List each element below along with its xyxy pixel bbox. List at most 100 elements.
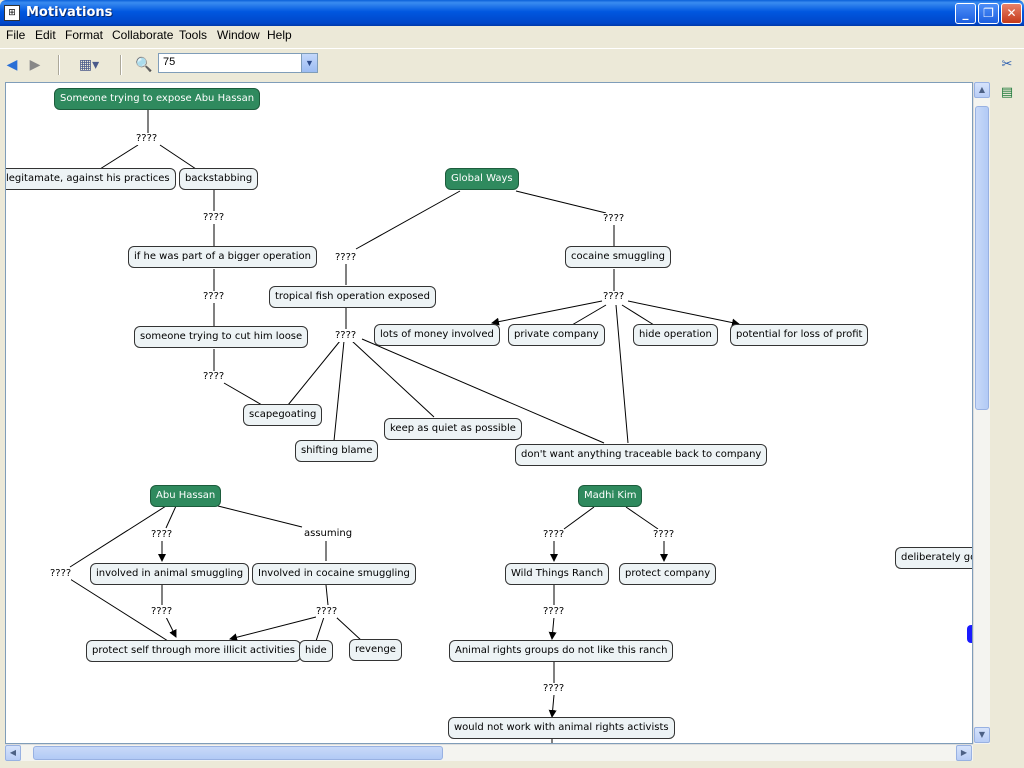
link-label[interactable]: ???? [335,330,357,342]
concept-map-canvas[interactable]: Someone trying to expose Abu Hassan legi… [5,82,973,744]
concept-node[interactable]: shifting blame [295,440,379,462]
concept-node[interactable]: someone trying to cut him loose [134,326,309,348]
app-icon: ⊞ [4,5,20,21]
toolbar-separator [120,55,122,75]
link-label[interactable]: ???? [543,529,565,541]
horizontal-scrollbar[interactable]: ◀ ▶ [5,744,973,761]
concept-node[interactable]: Global Ways [445,168,519,190]
scroll-right-icon[interactable]: ▶ [956,745,972,761]
menu-collaborate[interactable]: Collaborate [112,28,174,42]
concept-node[interactable]: protect self through more illicit activi… [86,640,301,662]
concept-node[interactable]: would not work with animal rights activi… [448,717,675,739]
link-label[interactable]: ???? [203,212,225,224]
link-label[interactable]: ???? [603,213,625,225]
vertical-scrollbar[interactable]: ▲ ▼ [973,82,990,744]
concept-node[interactable]: scapegoating [243,404,323,426]
concept-node[interactable]: Abu Hassan [150,485,222,507]
link-line [99,144,139,170]
link-label[interactable]: ???? [203,291,225,303]
horizontal-scroll-thumb[interactable] [33,746,443,760]
concept-node[interactable]: don't want anything traceable back to co… [515,444,768,466]
window-title: Motivations [26,5,113,20]
menu-edit[interactable]: Edit [35,28,56,42]
menu-help[interactable]: Help [267,28,292,42]
link-label[interactable]: ???? [603,291,625,303]
concept-node[interactable]: keep as quiet as possible [384,418,522,440]
concept-node[interactable]: tropical fish operation exposed [269,286,436,308]
concept-node[interactable]: Animal rights groups do not like this ra… [449,640,674,662]
no-collaboration-icon[interactable]: ✂ [1001,57,1013,72]
link-line [625,506,659,530]
selection-handle[interactable] [967,625,972,643]
menu-file[interactable]: File [6,28,26,42]
link-label[interactable]: ???? [203,371,225,383]
view-options-icon[interactable]: ▦▾ [78,57,100,73]
link-label[interactable]: ???? [50,568,72,580]
link-line [621,304,655,326]
link-label[interactable]: ???? [543,606,565,618]
concept-node[interactable]: cocaine smuggling [565,246,671,268]
link-line [571,304,607,326]
vertical-scroll-thumb[interactable] [975,106,989,410]
notes-icon[interactable]: ▤ [1000,85,1014,100]
concept-node[interactable]: Madhi Kim [578,485,643,507]
link-label[interactable]: ???? [543,683,565,695]
minimize-icon[interactable]: _ [955,3,976,24]
link-label[interactable]: ???? [316,606,338,618]
link-line [333,340,345,442]
back-arrow-icon[interactable]: ◀ [6,57,18,73]
concept-node[interactable]: backstabbing [179,168,259,190]
link-arrow [548,616,557,640]
forward-arrow-icon[interactable]: ▶ [29,57,41,73]
link-line [69,505,167,568]
toolbar: ◀ ▶ ▦▾ 🔍 [0,48,1024,80]
concept-node[interactable]: Involved in cocaine smuggling [252,563,416,585]
link-line [563,506,595,530]
link-label[interactable]: ???? [335,252,357,264]
close-icon[interactable]: ✕ [1001,3,1022,24]
concept-node[interactable]: potential for loss of profit [730,324,869,346]
concept-node[interactable]: deliberately goin [895,547,972,569]
link-line [223,382,263,406]
link-label[interactable]: assuming [304,528,353,540]
concept-node[interactable]: protect company [619,563,717,585]
restore-icon[interactable]: ❐ [978,3,999,24]
concept-node[interactable]: lots of money involved [374,324,500,346]
link-line [325,584,329,606]
concept-node[interactable]: revenge [349,639,402,661]
zoom-icon[interactable]: 🔍 [135,57,153,73]
link-line [615,304,629,444]
concept-node[interactable]: hide operation [633,324,718,346]
concept-node[interactable]: if he was part of a bigger operation [128,246,317,268]
concept-node[interactable]: Someone trying to expose Abu Hassan [54,88,261,110]
zoom-select[interactable]: 75 ▼ [158,53,318,73]
link-line [69,578,169,642]
concept-node[interactable]: Wild Things Ranch [505,563,610,585]
menu-window[interactable]: Window [217,28,260,42]
concept-node[interactable]: legitamate, against his practices [6,168,176,190]
scroll-left-icon[interactable]: ◀ [5,745,21,761]
menu-format[interactable]: Format [65,28,104,42]
link-line [351,340,435,418]
link-arrow [548,694,557,718]
concept-node[interactable]: involved in animal smuggling [90,563,250,585]
title-bar[interactable]: ⊞ Motivations _ ❐ ✕ [0,0,1024,26]
link-arrow [627,300,740,327]
menu-bar: File Edit Format Collaborate Tools Windo… [0,26,1024,46]
link-label[interactable]: ???? [151,606,173,618]
chevron-down-icon[interactable]: ▼ [301,54,317,72]
link-label[interactable]: ???? [151,529,173,541]
link-line [165,505,177,529]
link-arrow [165,616,177,638]
menu-tools[interactable]: Tools [179,28,208,42]
scroll-down-icon[interactable]: ▼ [974,727,990,743]
concept-node[interactable]: hide [299,640,333,662]
concept-node[interactable]: private company [508,324,605,346]
zoom-value: 75 [163,56,176,68]
link-label[interactable]: ???? [653,529,675,541]
link-line [355,190,461,250]
concept-map-links [69,109,740,743]
link-label[interactable]: ???? [136,133,158,145]
link-line [159,144,197,170]
scroll-up-icon[interactable]: ▲ [974,82,990,98]
